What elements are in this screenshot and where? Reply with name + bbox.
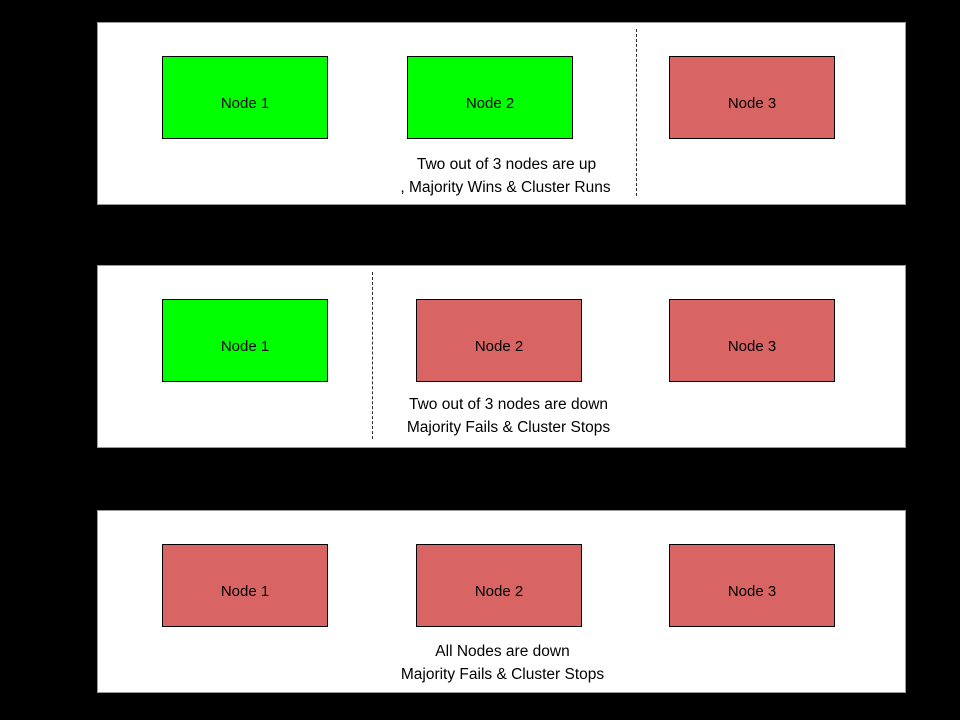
quorum-divider-line	[636, 29, 637, 196]
node-box-node-1[interactable]: Node 1	[162, 299, 328, 382]
node-label: Node 3	[727, 338, 777, 355]
node-box-node-1[interactable]: Node 1	[162, 544, 328, 627]
scenario-panel-all-down: Node 1 Node 2 Node 3 All Nodes are down …	[97, 510, 906, 693]
caption-line-1: Two out of 3 nodes are down	[408, 396, 609, 413]
node-label: Node 1	[220, 338, 270, 355]
node-label: Node 2	[474, 338, 524, 355]
caption-line-1: All Nodes are down	[435, 643, 570, 660]
node-box-node-2[interactable]: Node 2	[416, 544, 582, 627]
caption-line-1: Two out of 3 nodes are up	[416, 156, 597, 173]
node-box-node-2[interactable]: Node 2	[416, 299, 582, 382]
quorum-divider-line	[372, 272, 373, 439]
node-label: Node 1	[220, 95, 270, 112]
node-label: Node 2	[474, 583, 524, 600]
node-label: Node 3	[727, 583, 777, 600]
node-label: Node 1	[220, 583, 270, 600]
node-box-node-2[interactable]: Node 2	[407, 56, 573, 139]
caption-line-2: Majority Fails & Cluster Stops	[400, 666, 605, 683]
node-box-node-3[interactable]: Node 3	[669, 544, 835, 627]
node-label: Node 3	[727, 95, 777, 112]
scenario-panel-two-down: Node 1 Node 2 Node 3 Two out of 3 nodes …	[97, 265, 906, 448]
scenario-caption: Two out of 3 nodes are up , Majority Win…	[98, 153, 907, 199]
node-box-node-3[interactable]: Node 3	[669, 299, 835, 382]
scenario-caption: Two out of 3 nodes are down Majority Fai…	[98, 393, 907, 439]
node-box-node-1[interactable]: Node 1	[162, 56, 328, 139]
scenario-caption: All Nodes are down Majority Fails & Clus…	[98, 640, 907, 686]
node-box-node-3[interactable]: Node 3	[669, 56, 835, 139]
node-label: Node 2	[465, 95, 515, 112]
caption-line-2: Majority Fails & Cluster Stops	[406, 419, 611, 436]
caption-line-2: , Majority Wins & Cluster Runs	[400, 179, 611, 196]
scenario-panel-two-up: Node 1 Node 2 Node 3 Two out of 3 nodes …	[97, 22, 906, 205]
